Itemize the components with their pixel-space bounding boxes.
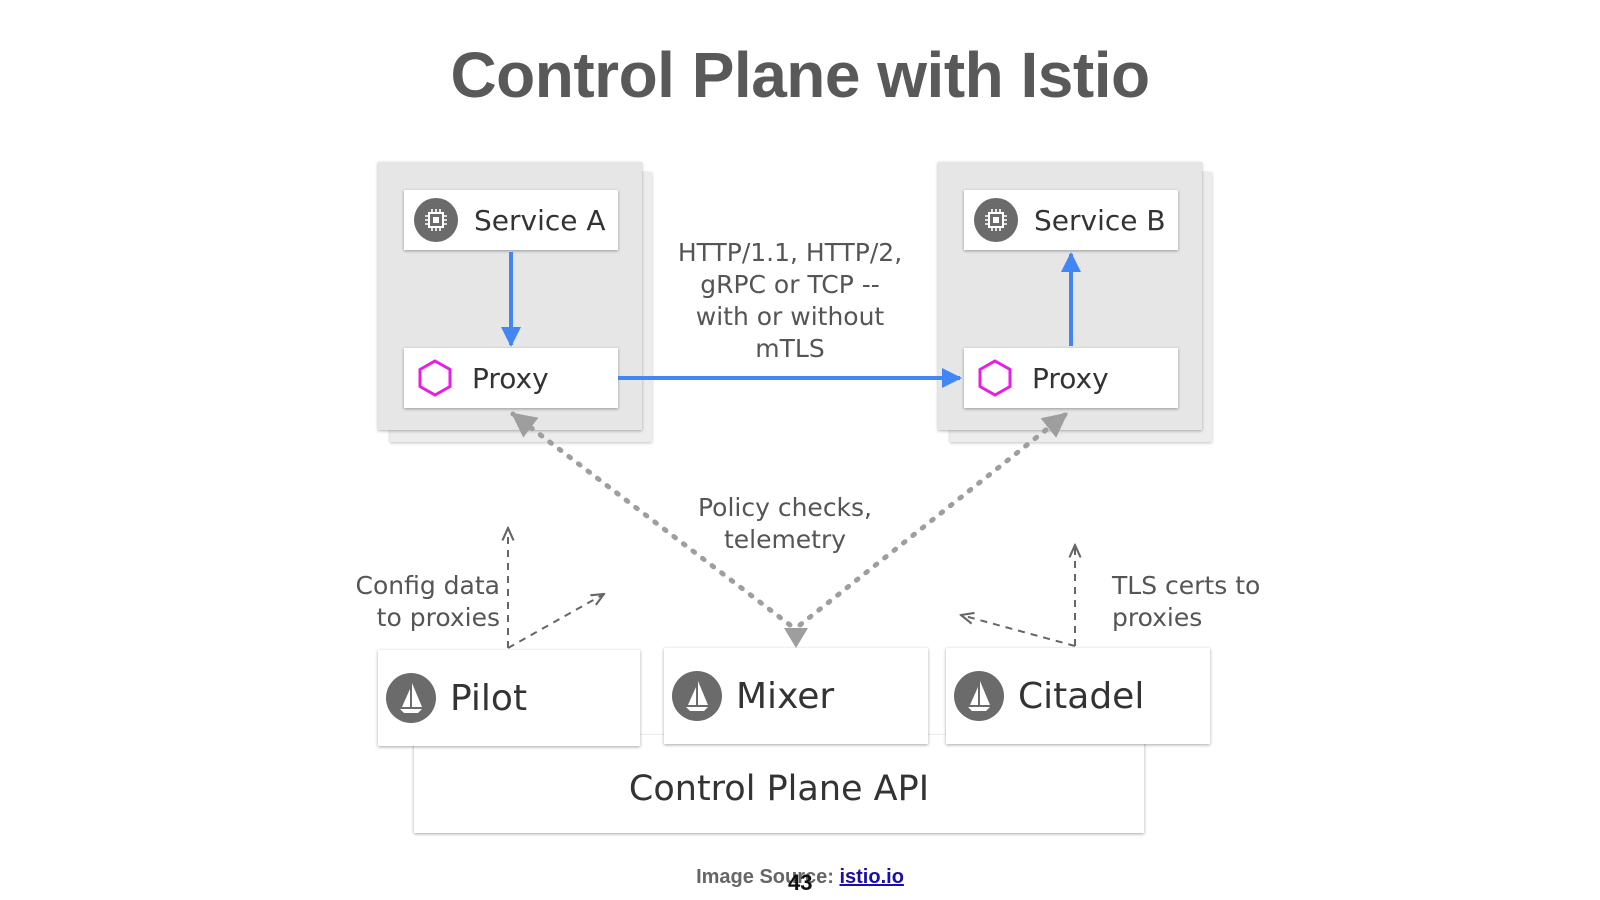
proxy-b-label: Proxy (1032, 361, 1109, 395)
protocol-note: HTTP/1.1, HTTP/2, gRPC or TCP -- with or… (677, 238, 903, 363)
chip-icon (414, 198, 458, 242)
istio-sail-icon (386, 673, 436, 723)
mixer-to-proxy-a-dotted (510, 411, 793, 628)
pilot-config-diag-arrow (507, 594, 604, 649)
pilot-card[interactable]: Pilot (378, 650, 640, 746)
page-number: 43 (788, 870, 813, 895)
istio-sail-icon (672, 671, 722, 721)
tls-note: TLS certs to proxies (1112, 571, 1261, 632)
proxy-a-card[interactable]: Proxy (404, 348, 618, 408)
istio-link[interactable]: istio.io (839, 866, 904, 888)
citadel-card[interactable]: Citadel (946, 648, 1210, 744)
citadel-certs-diag-arrow (961, 615, 1076, 647)
hexagon-icon (416, 358, 454, 398)
service-b-card[interactable]: Service B (964, 190, 1178, 250)
pilot-label: Pilot (450, 677, 528, 719)
policy-note: Policy checks, telemetry (697, 493, 873, 554)
mixer-card[interactable]: Mixer (664, 648, 928, 744)
proxy-a-label: Proxy (472, 361, 549, 395)
mixer-to-proxy-b-dotted (797, 411, 1069, 628)
service-a-card[interactable]: Service A (404, 190, 618, 250)
hexagon-icon (976, 358, 1014, 398)
mixer-label: Mixer (736, 675, 835, 717)
control-plane-api-box[interactable]: Control Plane API (414, 735, 1144, 833)
service-a-label: Service A (474, 203, 606, 237)
service-b-label: Service B (1034, 203, 1166, 237)
proxies-to-mixer-head (784, 628, 808, 648)
control-plane-api-label: Control Plane API (628, 769, 930, 809)
page-title: Control Plane with Istio (450, 39, 1150, 111)
citadel-label: Citadel (1018, 675, 1145, 717)
image-source-footer: Image Source: istio.io (696, 866, 904, 888)
chip-icon (974, 198, 1018, 242)
config-note: Config data to proxies (355, 571, 500, 632)
proxy-b-card[interactable]: Proxy (964, 348, 1178, 408)
istio-sail-icon (954, 671, 1004, 721)
